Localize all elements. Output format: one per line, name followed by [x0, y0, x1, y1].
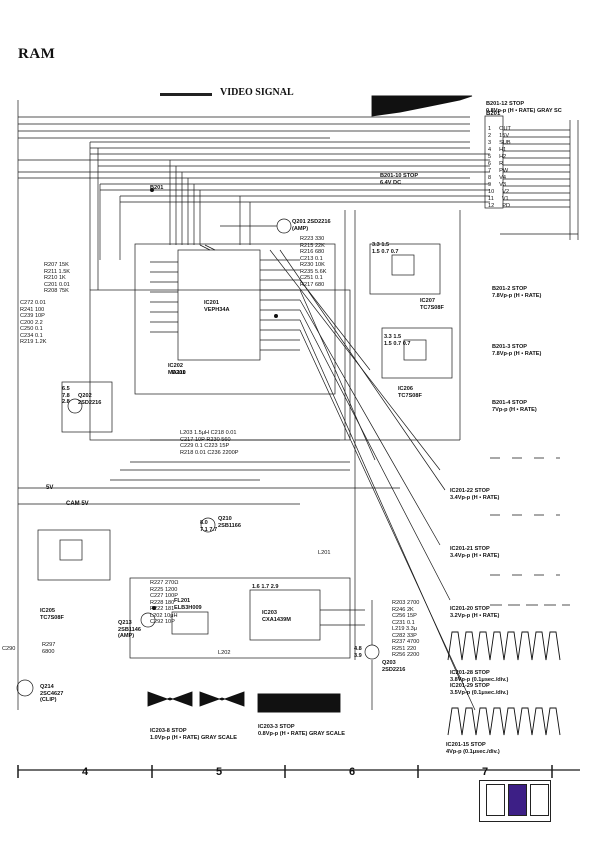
grid-column-4: 4: [82, 766, 89, 778]
page-nav-next[interactable]: [530, 784, 549, 816]
page-title: RAM: [18, 46, 56, 62]
c290-label: C290: [2, 646, 16, 652]
net-5v-label: 5V: [46, 485, 54, 491]
q201-label: Q201 2SD2216(AMP): [292, 219, 331, 232]
l201-label: L201: [318, 550, 331, 556]
grid-column-6: 6: [349, 766, 356, 778]
connector-b201-label: B201: [486, 111, 501, 117]
grid-column-5: 5: [216, 766, 223, 778]
video-signal-legend-line: [160, 93, 212, 96]
d201-label: B201: [150, 185, 164, 191]
grid-column-7: 7: [482, 766, 489, 778]
d201-diode-label: D201: [172, 370, 186, 376]
voltage-ic203-group: 1.6 1.7 2.9: [252, 584, 279, 590]
l202-label: L202: [218, 650, 231, 656]
page-navigator: [479, 780, 551, 822]
page-nav-current[interactable]: [508, 784, 527, 816]
video-signal-legend-label: VIDEO SIGNAL: [220, 87, 294, 98]
net-cam5v-label: CAM 5V: [66, 501, 89, 507]
page-nav-previous[interactable]: [486, 784, 505, 816]
